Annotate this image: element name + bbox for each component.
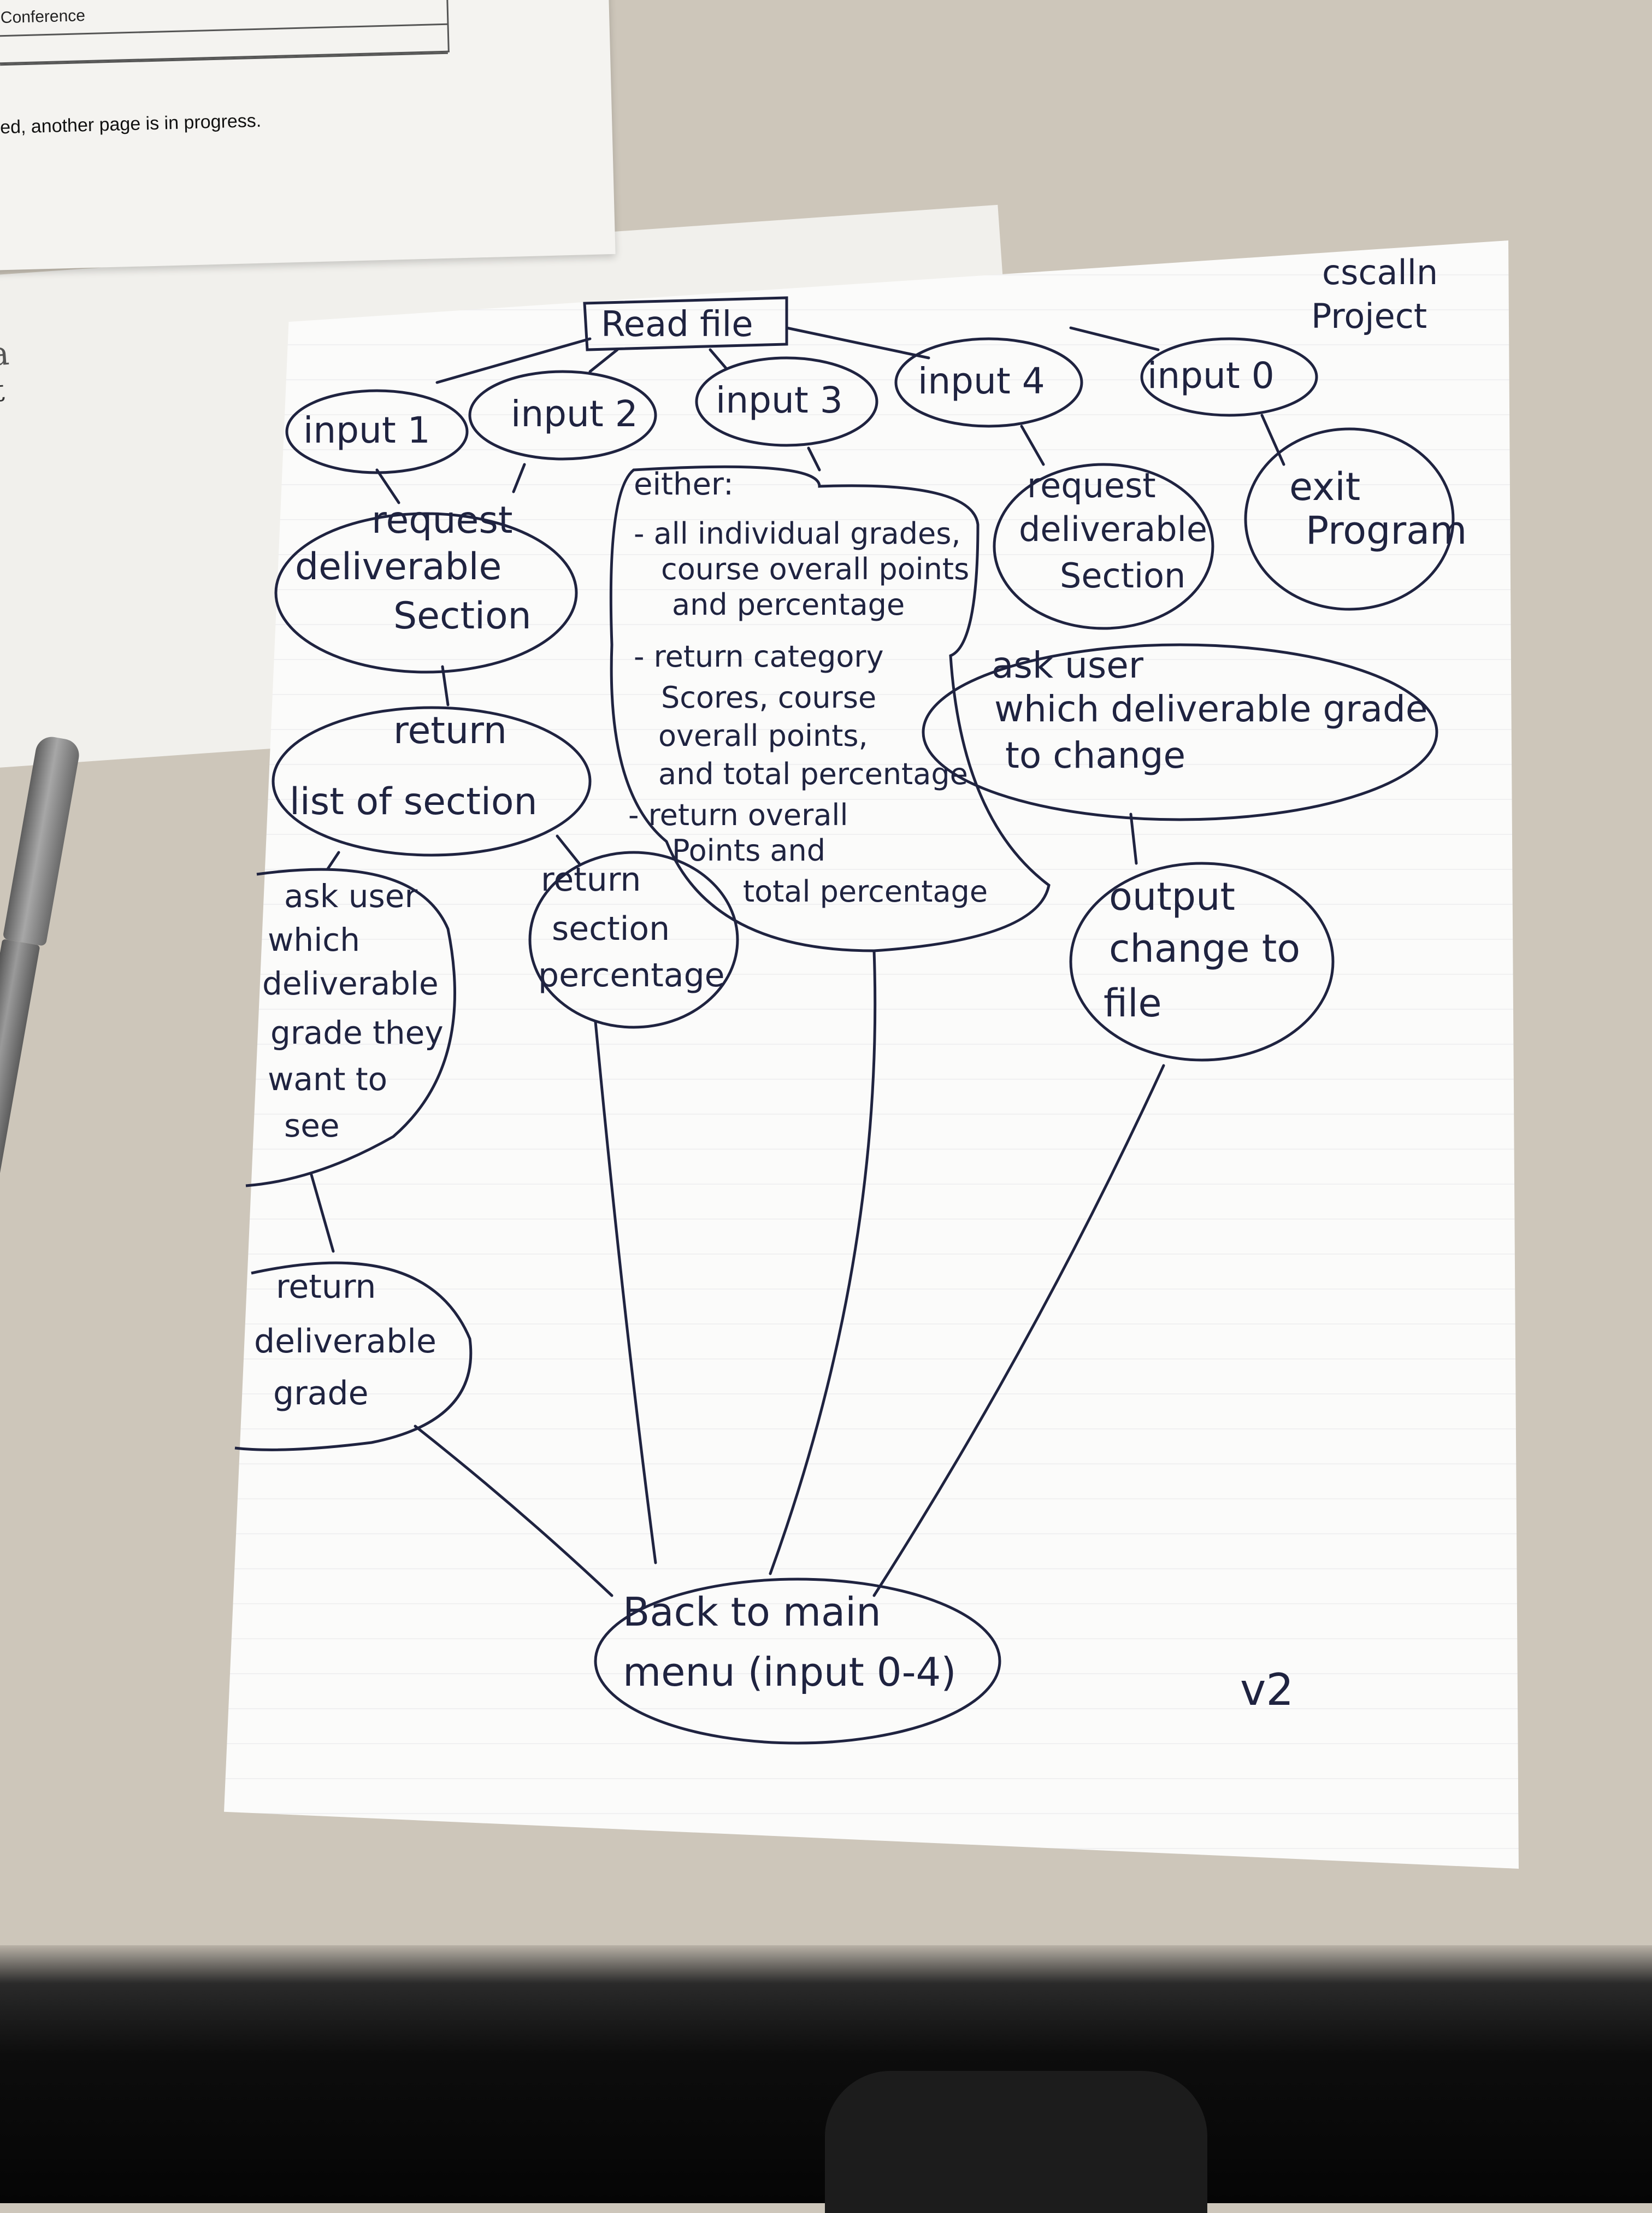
ask-change-line2: which deliverable grade xyxy=(994,688,1427,730)
either-line-2: course overall points xyxy=(661,552,969,586)
either-line-8: - return overall xyxy=(628,798,848,832)
output-line2: change to xyxy=(1109,926,1300,971)
exit-line2: Program xyxy=(1306,508,1467,553)
return-pct-line3: percentage xyxy=(538,956,725,994)
return-grade-bubble xyxy=(234,1261,473,1451)
input-3-bubble xyxy=(695,356,878,447)
return-pct-line2: section xyxy=(552,910,670,948)
return-list-line2: list of section xyxy=(290,780,538,823)
read-file-label: Read file xyxy=(601,304,753,345)
request-section-4-bubble xyxy=(993,463,1214,630)
input-4-bubble xyxy=(894,337,1083,428)
return-pct-line1: return xyxy=(541,861,641,899)
notebook-paper xyxy=(224,240,1519,1869)
output-change-bubble xyxy=(1069,862,1335,1062)
either-line-7: and total percentage xyxy=(658,757,968,791)
either-line-1: - all individual grades, xyxy=(634,516,961,551)
return-grade-line1: return xyxy=(276,1268,376,1306)
ask-user-line3: deliverable xyxy=(262,965,439,1002)
return-grade-line2: deliverable xyxy=(254,1322,436,1361)
exit-line1: exit xyxy=(1289,464,1360,509)
connector-lines xyxy=(310,326,1285,1597)
ask-change-line1: ask user xyxy=(992,644,1144,686)
back-menu-line2: menu (input 0-4) xyxy=(623,1649,956,1695)
return-list-bubble xyxy=(272,706,592,857)
back-to-menu-bubble xyxy=(594,1578,1001,1745)
output-line1: output xyxy=(1109,874,1235,919)
request-1-line3: Section xyxy=(393,595,532,638)
project-label: Project xyxy=(1311,296,1427,336)
return-section-pct-bubble xyxy=(528,851,739,1029)
chair-back xyxy=(825,2071,1207,2213)
input-2-label: input 2 xyxy=(511,393,638,435)
return-list-line1: return xyxy=(393,709,507,752)
request-4-line3: Section xyxy=(1060,556,1185,596)
course-label: cscalln xyxy=(1322,252,1438,292)
request-section-1-bubble xyxy=(274,512,578,674)
read-file-box xyxy=(583,296,788,351)
input-1-label: input 1 xyxy=(303,409,430,451)
input-0-label: input 0 xyxy=(1147,355,1275,397)
either-line-3: and percentage xyxy=(672,587,905,622)
input-1-bubble xyxy=(285,389,469,474)
ask-user-line4: grade they xyxy=(270,1014,444,1051)
output-line3: file xyxy=(1104,981,1162,1026)
ask-user-line6: see xyxy=(284,1107,340,1144)
input-3-label: input 3 xyxy=(716,379,843,421)
input-2-bubble xyxy=(468,370,657,461)
paper-rule-lines xyxy=(224,240,1519,1869)
ask-user-bubble xyxy=(245,868,456,1187)
ask-user-line2: which xyxy=(268,921,360,958)
ask-user-line1: ask user xyxy=(284,878,417,915)
request-4-line2: deliverable xyxy=(1019,509,1207,549)
request-4-line1: request xyxy=(1027,466,1156,505)
input-4-label: input 4 xyxy=(918,360,1045,402)
ask-change-line3: to change xyxy=(1005,734,1185,776)
either-line-6: overall points, xyxy=(658,719,868,753)
return-grade-line3: grade xyxy=(273,1374,369,1412)
either-bubble xyxy=(609,465,1051,952)
back-menu-line1: Back to main xyxy=(623,1589,881,1635)
request-1-line1: request xyxy=(371,499,513,542)
either-line-4: - return category xyxy=(634,639,884,674)
either-line-9: Points and xyxy=(672,833,825,868)
input-0-bubble xyxy=(1140,337,1318,417)
bubbles xyxy=(234,296,1455,1745)
request-1-line2: deliverable xyxy=(295,545,502,588)
either-line-10: total percentage xyxy=(743,874,988,909)
either-line-5: Scores, course xyxy=(661,680,876,715)
ask-user-line5: want to xyxy=(268,1061,387,1098)
ask-change-bubble xyxy=(922,643,1438,821)
version-label: v2 xyxy=(1240,1664,1294,1715)
exit-program-bubble xyxy=(1244,427,1455,611)
either-heading: either: xyxy=(634,467,734,502)
